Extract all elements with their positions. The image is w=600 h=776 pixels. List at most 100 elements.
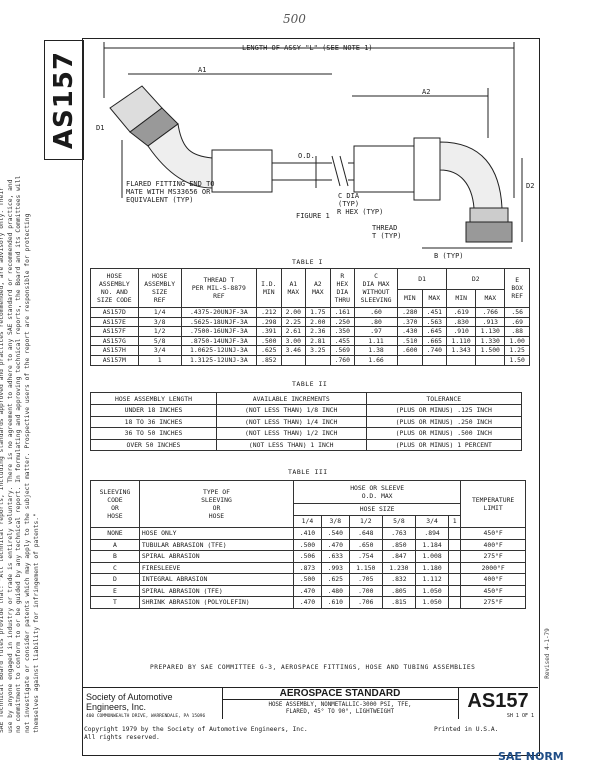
table3-cell: .540 bbox=[320, 527, 350, 540]
table1-cell: 2.36 bbox=[305, 326, 331, 337]
table3-cell: 400°F bbox=[460, 538, 526, 551]
label-b: B (TYP) bbox=[434, 252, 464, 260]
table1-cell: 3.25 bbox=[305, 345, 331, 356]
table1-cell: 1.500 bbox=[475, 345, 506, 356]
table1-header: D1 bbox=[397, 268, 448, 290]
table3-cell bbox=[448, 596, 462, 609]
table1-cell bbox=[446, 354, 477, 366]
table1-cell: .56 bbox=[504, 307, 530, 318]
table3-cell: 1.112 bbox=[414, 573, 450, 586]
table3-cell: .470 bbox=[293, 596, 322, 609]
table2-cell: (PLUS OR MINUS) .250 INCH bbox=[365, 415, 522, 428]
table1-cell: .161 bbox=[329, 307, 356, 318]
table3-cell bbox=[448, 538, 462, 551]
table3-header-od: HOSE OR SLEEVE O.D. MAX bbox=[292, 480, 462, 504]
table3-cell: SPIRAL ABRASION (TFE) bbox=[138, 584, 295, 597]
sheet-number: SH 1 OF 1 bbox=[506, 713, 534, 719]
table1-cell: .370 bbox=[397, 316, 423, 328]
label-r-hex: R HEX (TYP) bbox=[337, 208, 383, 216]
table3-cell bbox=[448, 527, 462, 540]
table1-cell: AS157F bbox=[90, 326, 139, 337]
table3-cell: 400°F bbox=[460, 573, 526, 586]
table1-header: E BOX REF bbox=[504, 268, 530, 308]
org-address: 400 COMMONWEALTH DRIVE, WARRENDALE, PA 1… bbox=[86, 714, 206, 719]
table3-cell: C bbox=[90, 561, 140, 574]
table3-cell: HOSE ONLY bbox=[138, 527, 295, 540]
table1-cell: 1.130 bbox=[475, 326, 506, 337]
table3-cell: .648 bbox=[348, 527, 383, 540]
table3-cell: .705 bbox=[348, 573, 383, 586]
table3-cell: .993 bbox=[320, 561, 350, 574]
standard-cell: AEROSPACE STANDARD HOSE ASSEMBLY, NONMET… bbox=[222, 688, 459, 719]
table1-cell: AS157H bbox=[90, 345, 139, 356]
figure-1-drawing: LENGTH OF ASSY "L" (SEE NOTE 1) A1 A2 D1… bbox=[96, 42, 534, 260]
standard-description: HOSE ASSEMBLY, NONMETALLIC-3000 PSI, TFE… bbox=[268, 702, 412, 715]
table1-cell: .665 bbox=[421, 335, 448, 347]
table1-cell: .645 bbox=[421, 326, 448, 337]
table1-cell: .619 bbox=[446, 307, 477, 318]
table1-cell: .250 bbox=[329, 316, 356, 328]
table1-cell: .88 bbox=[504, 326, 530, 337]
table3: SLEEVING CODE OR HOSE TYPE OF SLEEVING O… bbox=[90, 480, 526, 609]
label-d2: D2 bbox=[526, 182, 534, 190]
table2-cell: 18 TO 36 INCHES bbox=[90, 415, 217, 428]
table3-cell: 275°F bbox=[460, 596, 526, 609]
table3-cell: .625 bbox=[320, 573, 350, 586]
table1-header: HOSE ASSEMBLY SIZE REF bbox=[137, 268, 182, 308]
table2-cell: (PLUS OR MINUS) 1 PERCENT bbox=[365, 438, 522, 451]
table2-cell: (PLUS OR MINUS) .500 INCH bbox=[365, 427, 522, 440]
table1-cell: .852 bbox=[256, 354, 282, 366]
table1-cell: 3.46 bbox=[280, 345, 307, 356]
table3-cell: E bbox=[90, 584, 140, 597]
table1-cell: 2.25 bbox=[280, 316, 307, 328]
table1-cell: .600 bbox=[397, 345, 423, 356]
table1-cell: 1.0625-12UNJ-3A bbox=[180, 345, 258, 356]
table1-cell: .766 bbox=[475, 307, 506, 318]
table3-cell: TUBULAR ABRASION (TFE) bbox=[138, 538, 295, 551]
table3-cell: 1.008 bbox=[414, 550, 450, 563]
table1-cell: 2.00 bbox=[280, 307, 307, 318]
table1-cell: .569 bbox=[329, 345, 356, 356]
table1-cell: .455 bbox=[329, 335, 356, 347]
table3-cell: .506 bbox=[293, 550, 322, 563]
table3-cell: B bbox=[90, 550, 140, 563]
table3-header-type: TYPE OF SLEEVING OR HOSE bbox=[138, 480, 295, 528]
revised-note: Revised 4-1-79 bbox=[543, 628, 551, 679]
printed-in: Printed in U.S.A. bbox=[434, 726, 499, 733]
table1-cell: .8750-14UNJF-3A bbox=[180, 335, 258, 347]
table3-title: TABLE III bbox=[288, 468, 328, 476]
table3-cell: .500 bbox=[293, 573, 322, 586]
org-cell: Society of Automotive Engineers, Inc. 40… bbox=[82, 688, 223, 719]
table2-cell: (NOT LESS THAN) 1/8 INCH bbox=[215, 404, 367, 417]
label-a1: A1 bbox=[198, 66, 206, 74]
standard-label: AEROSPACE STANDARD bbox=[222, 688, 458, 700]
table1-cell: .625 bbox=[256, 345, 282, 356]
table1-cell: 1.11 bbox=[354, 335, 399, 347]
table3-cell: 1.050 bbox=[414, 596, 450, 609]
table3-size-header: 3/4 bbox=[414, 514, 450, 529]
table1-header: HOSE ASSEMBLY NO. AND SIZE CODE bbox=[90, 268, 139, 308]
table1-cell: AS157D bbox=[90, 307, 139, 318]
copyright: Copyright 1979 by the Society of Automot… bbox=[84, 726, 308, 741]
table3-cell: 1.184 bbox=[414, 538, 450, 551]
table3-cell: .763 bbox=[381, 527, 417, 540]
table3-cell: T bbox=[90, 596, 140, 609]
figure-title: FIGURE 1 bbox=[296, 212, 330, 220]
table1-cell bbox=[397, 354, 423, 366]
table1-header: R HEX DIA THRU bbox=[329, 268, 356, 308]
table3-size-header: 1/2 bbox=[348, 514, 383, 529]
table3-cell: 1.180 bbox=[414, 561, 450, 574]
label-a2: A2 bbox=[422, 88, 430, 96]
table2-header: HOSE ASSEMBLY LENGTH bbox=[90, 392, 217, 405]
table3-cell: .633 bbox=[320, 550, 350, 563]
table1-cell: .4375-20UNJF-3A bbox=[180, 307, 258, 318]
table3-cell: 2000°F bbox=[460, 561, 526, 574]
table-row: UNDER 18 INCHES(NOT LESS THAN) 1/8 INCH(… bbox=[90, 404, 522, 417]
side-document-id: AS157 bbox=[44, 40, 84, 160]
